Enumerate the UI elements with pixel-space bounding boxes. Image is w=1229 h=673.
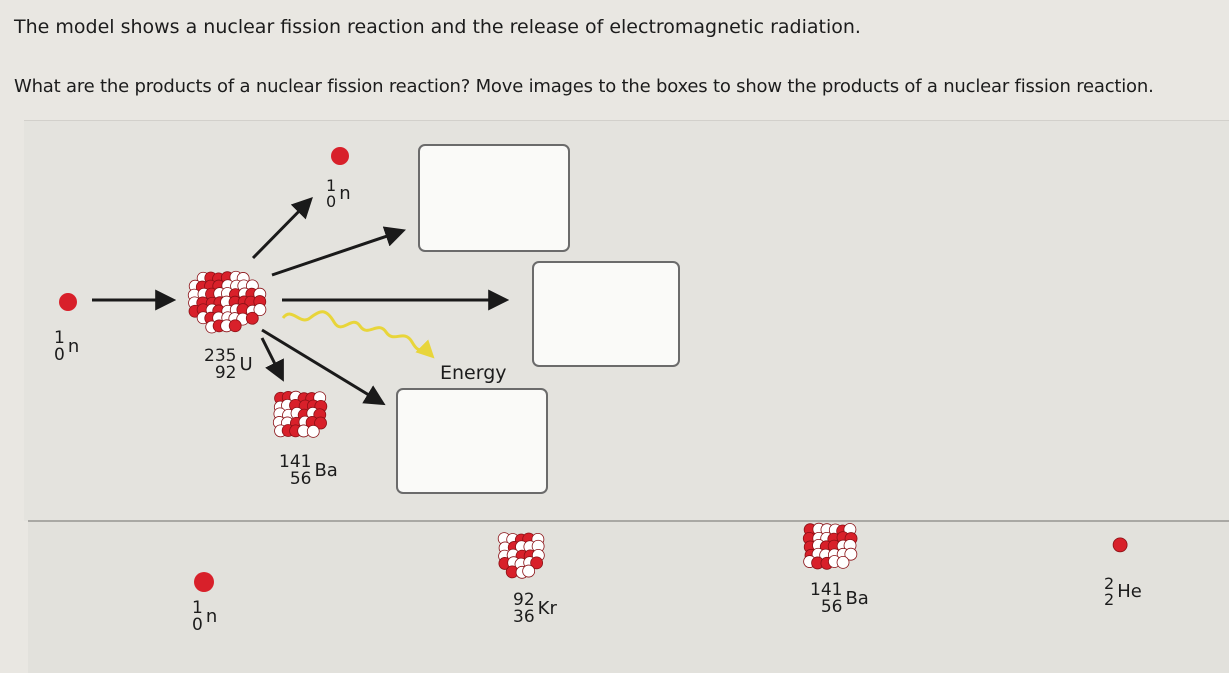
arrow-to-box-1 <box>271 226 406 277</box>
arrow-to-barium <box>260 337 284 382</box>
arrow-to-box-3 <box>261 328 386 406</box>
product-drop-box-1[interactable] <box>418 144 570 252</box>
tray-neutron-icon[interactable] <box>194 572 214 592</box>
ejected-neutron-icon <box>331 147 349 165</box>
tray-barium-icon[interactable] <box>802 522 858 570</box>
question-intro: The model shows a nuclear fission reacti… <box>14 16 861 38</box>
question-instructions: What are the products of a nuclear fissi… <box>14 76 1154 97</box>
barium-nucleus-icon <box>272 390 328 438</box>
arrow-to-neutron <box>251 197 313 260</box>
answer-choices-tray <box>28 520 1229 673</box>
product-drop-box-3[interactable] <box>396 388 548 494</box>
uranium-nucleus-icon <box>187 270 267 334</box>
energy-wave-icon <box>281 310 435 359</box>
tray-krypton-icon[interactable] <box>497 532 545 579</box>
tray-helium-icon[interactable] <box>1112 537 1128 553</box>
incoming-neutron-icon <box>59 293 77 311</box>
energy-label: Energy <box>440 362 507 384</box>
product-drop-box-2[interactable] <box>532 261 680 367</box>
